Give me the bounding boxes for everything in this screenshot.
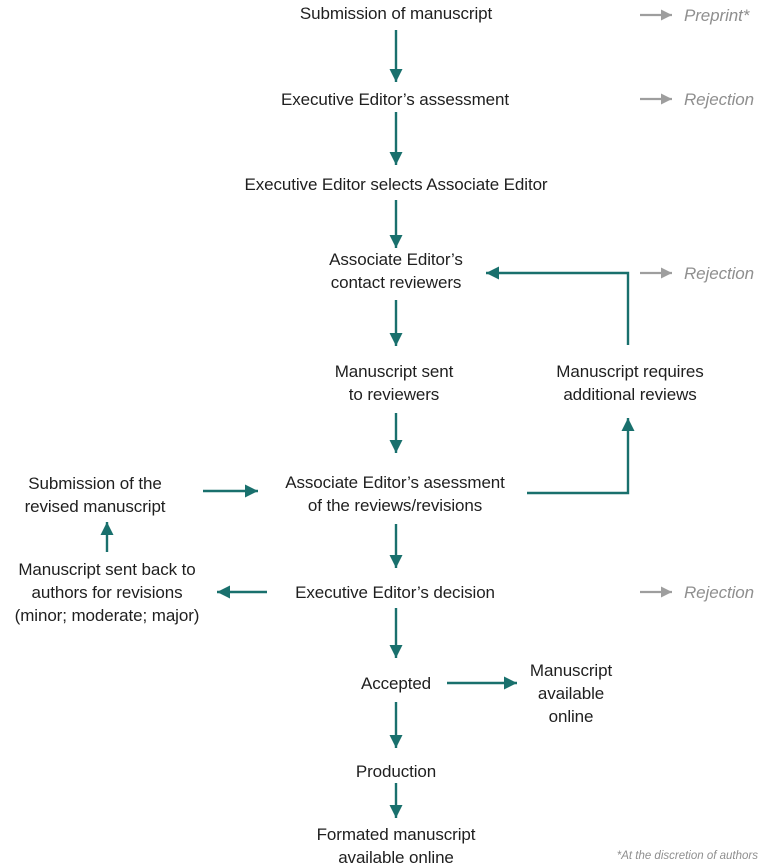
node-sent-back-for-revisions: Manuscript sent back to authors for revi… bbox=[0, 558, 214, 627]
node-label: Associate Editor’s bbox=[329, 250, 463, 269]
node-label: Formated manuscript bbox=[316, 825, 476, 844]
outcome-rejection: Rejection bbox=[684, 264, 754, 283]
footnote: *At the discretion of authors bbox=[616, 850, 758, 862]
node-ae-asessment: Associate Editor’s asessment of the revi… bbox=[265, 471, 525, 517]
node-label: Executive Editor’s assessment bbox=[281, 90, 509, 109]
arrow-asessment-to-requires bbox=[527, 418, 635, 495]
node-label: available online bbox=[338, 848, 454, 867]
outcome-rejection: Rejection bbox=[684, 90, 754, 109]
node-ae-contact-reviewers: Associate Editor’s contact reviewers bbox=[296, 248, 496, 294]
node-label: Submission of the bbox=[28, 474, 162, 493]
node-label: online bbox=[548, 707, 594, 726]
node-manuscript-to-reviewers: Manuscript sent to reviewers bbox=[294, 360, 494, 406]
node-executive-selects-ae: Executive Editor selects Associate Edito… bbox=[196, 173, 596, 196]
node-label: available bbox=[537, 684, 605, 703]
node-label: Executive Editor’s decision bbox=[295, 583, 495, 602]
node-submission: Submission of manuscript bbox=[246, 2, 546, 25]
node-label: revised manuscript bbox=[24, 497, 166, 516]
node-label: Manuscript sent back to bbox=[18, 560, 196, 579]
node-label: of the reviews/revisions bbox=[307, 496, 483, 515]
node-label: Manuscript requires bbox=[556, 362, 704, 381]
node-manuscript-available-online: Manuscript available online bbox=[512, 659, 630, 728]
node-revised-submission: Submission of the revised manuscript bbox=[10, 472, 180, 518]
node-executive-decision: Executive Editor’s decision bbox=[270, 581, 520, 604]
node-label: additional reviews bbox=[563, 385, 697, 404]
outcome-preprint: Preprint* bbox=[684, 6, 750, 25]
node-label: to reviewers bbox=[348, 385, 440, 404]
node-executive-assessment: Executive Editor’s assessment bbox=[245, 88, 545, 111]
node-label: Executive Editor selects Associate Edito… bbox=[244, 175, 548, 194]
arrow-requires-to-contact bbox=[486, 266, 630, 345]
node-label: Production bbox=[355, 762, 437, 781]
node-label: contact reviewers bbox=[330, 273, 462, 292]
node-accepted: Accepted bbox=[336, 672, 456, 695]
node-formatted-online: Formated manuscript available online bbox=[296, 823, 496, 868]
outcome-rejection: Rejection bbox=[684, 583, 754, 602]
node-label: Accepted bbox=[360, 674, 432, 693]
node-manuscript-requires-reviews: Manuscript requires additional reviews bbox=[530, 360, 730, 406]
node-label: Manuscript sent bbox=[334, 362, 454, 381]
node-label: authors for revisions bbox=[31, 583, 183, 602]
node-label: Submission of manuscript bbox=[299, 4, 493, 23]
node-label: Associate Editor’s asessment bbox=[285, 473, 505, 492]
node-label: (minor; moderate; major) bbox=[14, 606, 200, 625]
node-label: Manuscript bbox=[529, 661, 613, 680]
node-production: Production bbox=[336, 760, 456, 783]
